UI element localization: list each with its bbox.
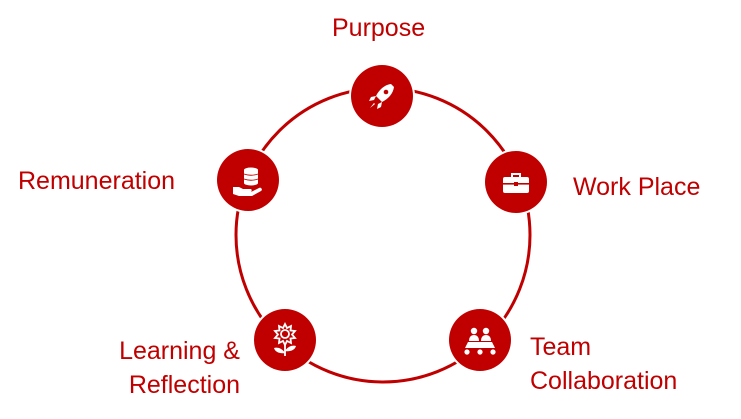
briefcase-icon — [503, 173, 529, 193]
team-collaboration-label: Team Collaboration — [530, 333, 678, 395]
meeting-table-icon — [464, 327, 496, 355]
workplace-label: Work Place — [573, 173, 701, 201]
learning-reflection-label: Learning & Reflection — [119, 337, 240, 399]
remuneration-node — [217, 149, 279, 211]
workplace-node — [485, 151, 547, 213]
flower-icon — [273, 321, 297, 356]
purpose-node — [351, 65, 413, 127]
learning-node — [254, 309, 316, 371]
rocket-icon — [369, 84, 394, 109]
team-node — [449, 309, 511, 371]
coins-in-hand-icon — [233, 167, 262, 196]
remuneration-label: Remuneration — [18, 167, 176, 195]
purpose-label: Purpose — [332, 14, 426, 42]
